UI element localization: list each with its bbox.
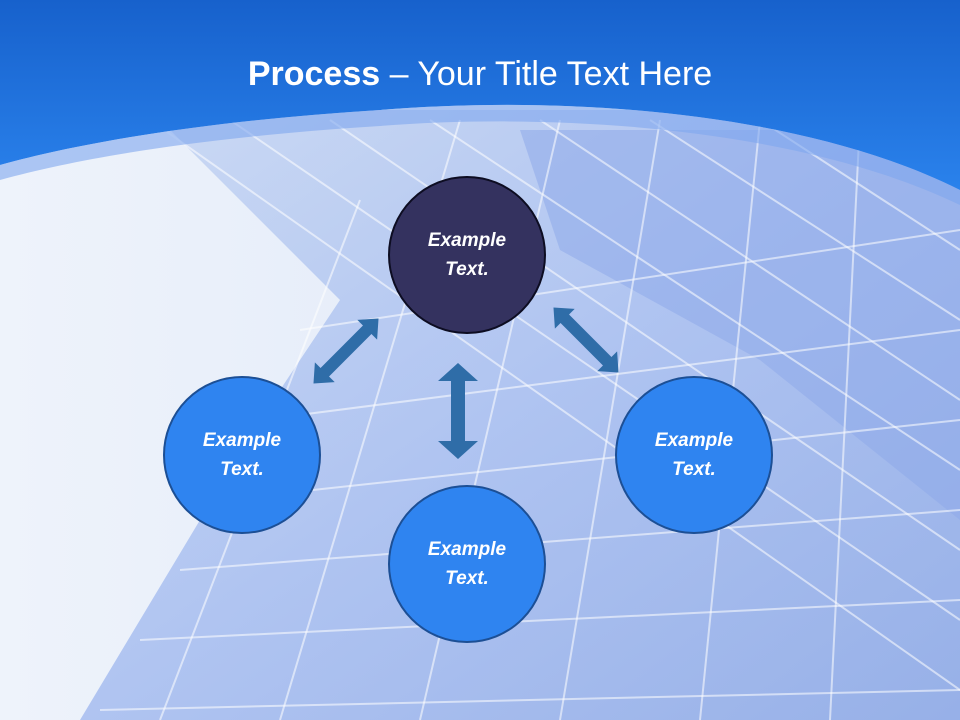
process-node-left[interactable]: Example Text. (163, 376, 321, 534)
node-top-line2: Text. (445, 259, 489, 280)
process-node-right[interactable]: Example Text. (615, 376, 773, 534)
node-top-line1: Example (427, 230, 507, 251)
node-left-line1: Example (202, 430, 282, 451)
process-node-top[interactable]: Example Text. (388, 176, 546, 334)
process-node-bottom[interactable]: Example Text. (388, 485, 546, 643)
node-left-line2: Text. (220, 459, 264, 480)
title-bold-part: Process (247, 55, 381, 93)
node-bottom-line1: Example (427, 539, 507, 560)
node-right-line1: Example (654, 430, 734, 451)
node-bottom-line2: Text. (445, 568, 489, 589)
node-right-line2: Text. (672, 459, 716, 480)
slide-title: Process – Your Title Text Here (0, 50, 960, 98)
title-rest-part: – Your Title Text Here (380, 55, 713, 93)
